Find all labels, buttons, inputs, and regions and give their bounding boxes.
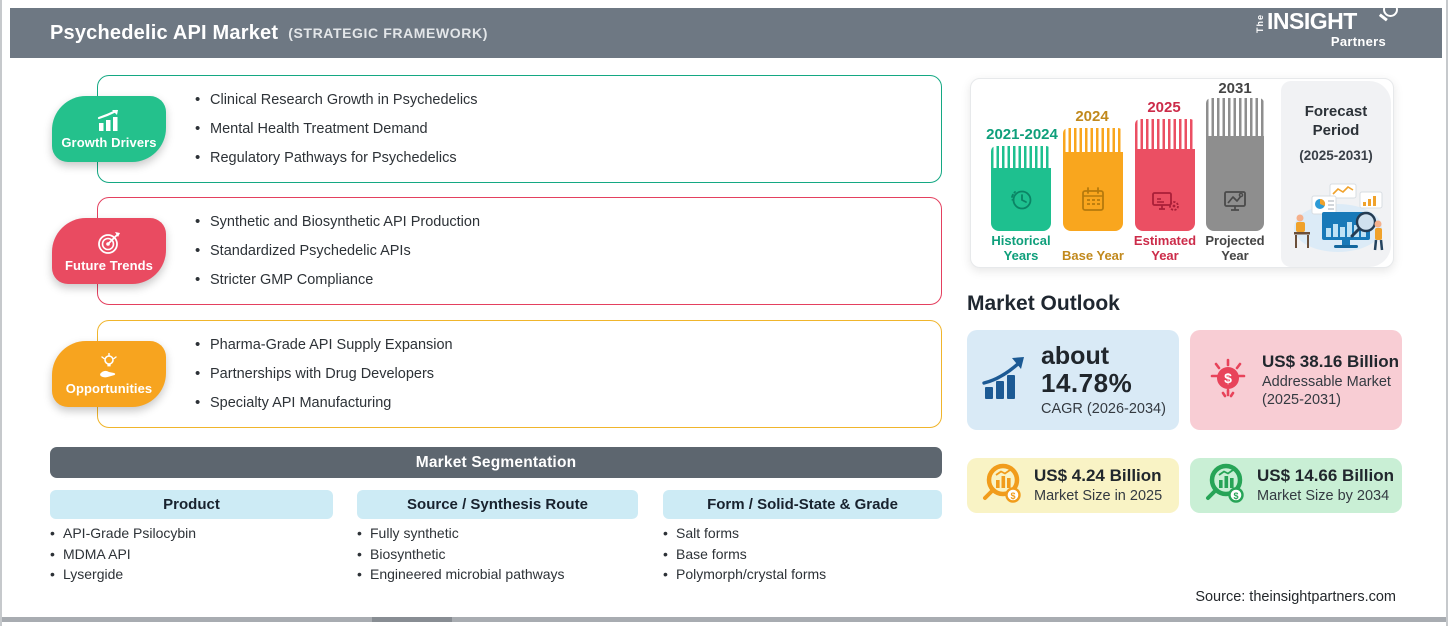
magnifier-bars-icon: $ — [979, 460, 1025, 511]
future-trend-item: Synthetic and Biosynthetic API Productio… — [195, 213, 941, 230]
growth-driver-item: Regulatory Pathways for Psychedelics — [195, 149, 941, 166]
card-value: US$ 38.16 Billion — [1262, 351, 1399, 371]
estimated-year-bar — [1135, 119, 1195, 231]
future-trends-badge: Future Trends — [52, 218, 166, 284]
timeline-year-label: 2025 — [1147, 99, 1181, 116]
opportunities-list: Pharma-Grade API Supply Expansion Partne… — [98, 321, 941, 427]
cagr-card: about 14.78% CAGR (2026-2034) — [967, 330, 1179, 430]
gear-screen-icon — [1149, 187, 1181, 220]
card-caption: (2025-2031) — [1262, 392, 1341, 409]
timeline-year-label: 2021-2024 — [986, 126, 1058, 143]
history-clock-icon — [1006, 185, 1036, 220]
opportunity-item: Specialty API Manufacturing — [195, 394, 941, 411]
card-caption: Addressable Market — [1262, 373, 1391, 390]
source-route-item: Fully synthetic — [357, 523, 647, 544]
svg-text:$: $ — [1224, 370, 1232, 386]
svg-text:$: $ — [1010, 491, 1015, 501]
target-dart-icon — [96, 230, 122, 256]
calendar-icon — [1079, 185, 1107, 220]
badge-label: Future Trends — [65, 257, 153, 273]
opportunities-box: Pharma-Grade API Supply Expansion Partne… — [97, 320, 942, 428]
magnifier-bars-icon: $ — [1202, 460, 1248, 511]
market-size-2025-card: $ US$ 4.24 Billion Market Size in 2025 — [967, 458, 1179, 513]
growth-driver-item: Clinical Research Growth in Psychedelics — [195, 91, 941, 108]
card-value: US$ 4.24 Billion — [1034, 466, 1162, 486]
segmentation-title-bar: Market Segmentation — [50, 447, 942, 478]
bottom-divider-dark-segment — [372, 617, 452, 622]
growth-drivers-badge: Growth Drivers — [52, 96, 166, 162]
source-route-item: Engineered microbial pathways — [357, 564, 647, 585]
opportunity-item: Pharma-Grade API Supply Expansion — [195, 336, 941, 353]
future-trend-item: Standardized Psychedelic APIs — [195, 242, 941, 259]
product-list: API-Grade Psilocybin MDMA API Lysergide — [50, 523, 340, 585]
form-grade-item: Polymorph/crystal forms — [663, 564, 953, 585]
logo-partners-text: Partners — [1330, 34, 1386, 49]
insight-partners-logo: The INSIGHT Partners — [1255, 2, 1398, 49]
card-value: US$ 14.66 Billion — [1257, 466, 1394, 486]
market-outlook-title: Market Outlook — [967, 292, 1120, 315]
form-grade-item: Base forms — [663, 544, 953, 565]
forecast-title-line1: Forecast — [1304, 103, 1368, 120]
column-header-label: Source / Synthesis Route — [407, 496, 588, 513]
logo-the-text: The — [1255, 13, 1265, 33]
svg-text:$: $ — [1233, 491, 1238, 501]
timeline-caption: Estimated Year — [1133, 233, 1197, 264]
hand-lightbulb-icon — [95, 352, 123, 379]
product-item: MDMA API — [50, 544, 340, 565]
timeline-year-label: 2024 — [1075, 108, 1109, 125]
column-header-label: Form / Solid-State & Grade — [707, 496, 898, 513]
forecast-panel: Forecast Period (2025-2031) — [1281, 81, 1391, 267]
bar-chart-growth-icon — [95, 109, 123, 133]
form-grade-list: Salt forms Base forms Polymorph/crystal … — [663, 523, 953, 585]
opportunity-item: Partnerships with Drug Developers — [195, 365, 941, 382]
segmentation-header-product: Product — [50, 490, 333, 519]
segmentation-header-form: Form / Solid-State & Grade — [663, 490, 942, 519]
form-grade-item: Salt forms — [663, 523, 953, 544]
segmentation-header-source: Source / Synthesis Route — [357, 490, 638, 519]
base-year-bar — [1063, 128, 1123, 231]
addressable-market-card: $ US$ 38.16 Billion Addressable Market (… — [1190, 330, 1402, 430]
card-caption: Market Size by 2034 — [1257, 488, 1390, 505]
cagr-value: 14.78% — [1041, 368, 1133, 399]
page-subtitle: (STRATEGIC FRAMEWORK) — [288, 25, 488, 41]
growth-drivers-list: Clinical Research Growth in Psychedelics… — [98, 76, 941, 182]
title-bar: Psychedelic API Market (STRATEGIC FRAMEW… — [10, 8, 1442, 58]
column-header-label: Product — [163, 496, 220, 513]
historical-years-bar — [991, 146, 1051, 231]
timeline-caption: Projected Year — [1205, 233, 1265, 264]
badge-label: Opportunities — [65, 380, 153, 396]
future-trends-box: Synthetic and Biosynthetic API Productio… — [97, 197, 942, 305]
timeline-caption: Historical Years — [991, 233, 1051, 264]
future-trend-item: Stricter GMP Compliance — [195, 271, 941, 288]
trend-arrow-bars-icon — [981, 353, 1033, 408]
projection-image-icon — [1220, 187, 1250, 220]
forecast-title-line2: Period — [1312, 121, 1360, 139]
badge-label: Growth Drivers — [61, 134, 157, 150]
market-size-2034-card: $ US$ 14.66 Billion Market Size by 2034 — [1190, 458, 1402, 513]
product-item: Lysergide — [50, 564, 340, 585]
opportunities-badge: Opportunities — [52, 341, 166, 407]
forecast-illustration — [1286, 180, 1386, 259]
growth-drivers-box: Clinical Research Growth in Psychedelics… — [97, 75, 942, 183]
source-route-list: Fully synthetic Biosynthetic Engineered … — [357, 523, 647, 585]
logo-insight-text: INSIGHT — [1267, 8, 1357, 34]
segmentation-title: Market Segmentation — [415, 453, 577, 471]
page-title: Psychedelic API Market — [50, 21, 279, 44]
timeline-caption: Base Year — [1062, 248, 1124, 264]
dollar-lightbulb-icon: $ — [1206, 352, 1250, 409]
source-note: Source: theinsightpartners.com — [1195, 589, 1396, 605]
magnifier-icon — [1383, 2, 1398, 17]
timeline-year-label: 2031 — [1218, 80, 1252, 97]
future-trends-list: Synthetic and Biosynthetic API Productio… — [98, 198, 941, 304]
forecast-range: (2025-2031) — [1299, 147, 1373, 163]
timeline-card: 2021-2024 Historical Years 2024 — [970, 78, 1394, 268]
cagr-prefix: about — [1041, 341, 1110, 370]
bottom-divider-bar — [2, 617, 1446, 622]
source-route-item: Biosynthetic — [357, 544, 647, 565]
cagr-caption: CAGR (2026-2034) — [1041, 401, 1166, 418]
card-caption: Market Size in 2025 — [1034, 488, 1163, 505]
product-item: API-Grade Psilocybin — [50, 523, 340, 544]
projected-year-bar — [1206, 98, 1264, 231]
growth-driver-item: Mental Health Treatment Demand — [195, 120, 941, 137]
